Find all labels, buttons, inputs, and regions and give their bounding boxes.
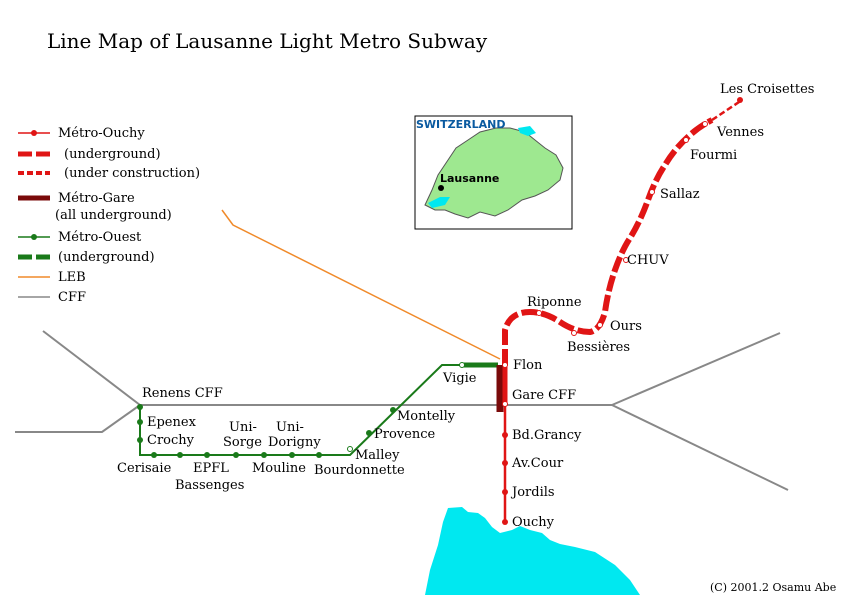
station-labels: Les Croisettes Vennes Fourmi Sallaz CHUV… [117,82,814,530]
label-malley: Malley [355,448,400,463]
station-dot [536,310,542,316]
label-renens-cff: Renens CFF [142,386,223,401]
station-dot [502,519,508,525]
station-dot [502,432,508,438]
station-dot [623,257,629,263]
lake-geneva-inset [428,197,450,208]
label-sallaz: Sallaz [660,187,700,202]
lake-geneva [425,507,640,595]
lake-constance-inset [518,126,536,136]
map-title: Line Map of Lausanne Light Metro Subway [47,29,488,53]
metro-m2-construction-end [711,98,743,122]
station-dot [597,322,603,328]
legend-label: Métro-Ouest [58,230,142,245]
inset-country-label: SWITZERLAND [416,118,505,131]
inset-map: SWITZERLAND Lausanne [414,115,573,230]
station-dot [390,407,396,413]
label-mouline: Mouline [252,461,306,476]
label-ouchy: Ouchy [512,515,555,530]
station-dot [737,97,743,103]
legend-swatch-dot [31,130,37,136]
station-dot [137,437,143,443]
credit-text: (C) 2001.2 Osamu Abe [710,581,836,594]
cff-lines [15,330,789,491]
station-dot [571,330,577,336]
legend-label: CFF [58,290,86,305]
label-gare-cff: Gare CFF [512,388,576,403]
label-crochy: Crochy [147,433,195,448]
label-riponne: Riponne [527,295,582,310]
station-dot [347,446,353,452]
ouest-stations [137,404,396,458]
label-ours: Ours [610,319,642,334]
label-les-croisettes: Les Croisettes [720,82,814,97]
label-fourmi: Fourmi [690,148,737,163]
label-vennes: Vennes [716,125,764,140]
legend-label: (under construction) [64,166,200,181]
station-dot [702,121,708,127]
legend-label: Métro-Gare [58,191,135,206]
ouchy-stations [502,97,743,525]
station-dot [683,137,689,143]
label-bessieres: Bessières [567,340,630,355]
station-dot [459,362,465,368]
label-epfl: EPFL [193,461,229,476]
switzerland-shape [424,127,564,219]
label-bassenges: Bassenges [175,478,244,493]
station-dot [151,452,157,458]
station-dot [502,401,508,407]
label-cerisaie: Cerisaie [117,461,172,476]
station-dot [366,430,372,436]
legend-label: (all underground) [55,208,172,223]
station-dot [316,452,322,458]
m2-stations [502,121,708,407]
station-dot [649,189,655,195]
station-dot [177,452,183,458]
label-av-cour: Av.Cour [511,456,564,471]
legend-label: (underground) [64,147,161,162]
label-uni-sorge-line1: Uni- [229,420,257,435]
legend-label: (underground) [58,250,155,265]
station-dot [137,404,143,410]
legend-label: Métro-Ouchy [58,126,145,141]
label-bd-grancy: Bd.Grancy [512,428,582,443]
label-montelly: Montelly [397,409,456,424]
label-vigie: Vigie [442,371,477,386]
label-provence: Provence [374,427,435,442]
station-dot [502,460,508,466]
station-dot [502,489,508,495]
label-chuv: CHUV [627,253,669,268]
station-dot [233,452,239,458]
label-flon: Flon [513,358,543,373]
ouest-stations-open [347,362,465,452]
label-uni-sorge-line2: Sorge [223,435,262,450]
label-uni-dorigny-line2: Dorigny [268,435,321,450]
legend-swatch-dot [31,234,37,240]
metro-m2-construction [502,117,714,365]
label-epenex: Epenex [147,415,197,430]
station-dot [204,452,210,458]
inset-city-label: Lausanne [440,172,499,185]
inset-lausanne-dot [438,185,444,191]
station-dot [261,452,267,458]
label-bourdonnette: Bourdonnette [314,463,405,478]
station-dot [289,452,295,458]
station-dot [502,362,508,368]
station-dot [137,419,143,425]
leb-line [221,209,501,360]
label-uni-dorigny-line1: Uni- [276,420,304,435]
legend: Métro-Ouchy (underground) (under construct… [18,126,200,305]
legend-label: LEB [58,270,86,285]
label-jordils: Jordils [510,485,555,500]
